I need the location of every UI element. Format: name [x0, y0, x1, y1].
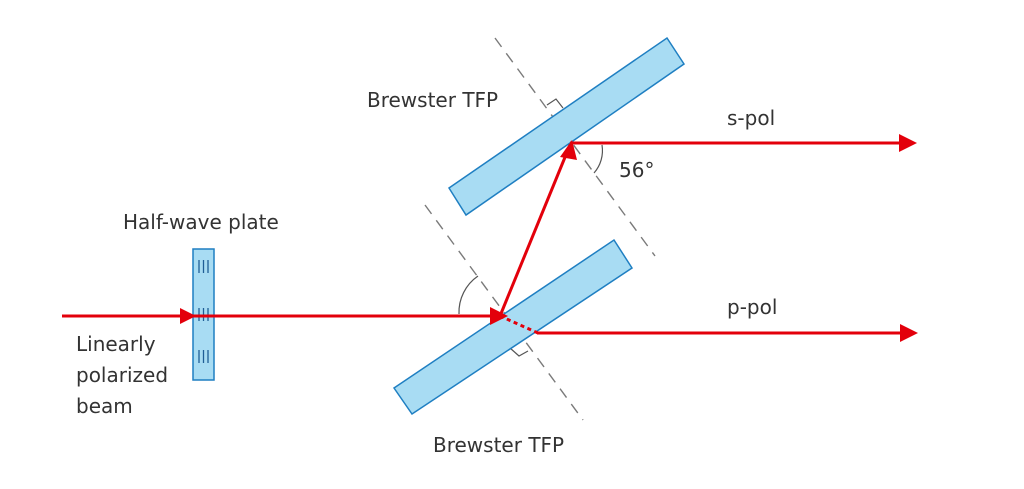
bottom-tfp-normal-line: [424, 204, 584, 421]
angle-label: 56°: [619, 158, 654, 182]
angle-arc-top: [593, 144, 604, 174]
s-pol-arrowhead: [899, 134, 917, 152]
input-beam-label-line1: Linearly: [76, 332, 156, 356]
right-angle-mark-top: [546, 98, 564, 109]
p-pol-arrowhead: [900, 324, 918, 342]
input-beam-label-line3: beam: [76, 394, 133, 418]
angle-arc-bottom: [458, 275, 479, 315]
input-beam-label-line2: polarized: [76, 363, 168, 387]
s-pol-label: s-pol: [727, 106, 775, 130]
reflected-beam: [498, 144, 572, 317]
half-wave-plate-label: Half-wave plate: [123, 210, 279, 234]
bottom-brewster-tfp-plate: [392, 238, 634, 416]
reflected-arrowhead: [560, 140, 577, 160]
top-brewster-tfp-plate: [447, 36, 686, 217]
p-pol-label: p-pol: [727, 295, 777, 319]
input-arrowhead-1: [180, 308, 196, 324]
input-arrowhead-2: [490, 307, 508, 325]
top-tfp-normal-line: [494, 37, 656, 257]
top-tfp-label: Brewster TFP: [367, 88, 498, 112]
bottom-tfp-label: Brewster TFP: [433, 433, 564, 457]
right-angle-mark-bottom: [509, 347, 529, 357]
